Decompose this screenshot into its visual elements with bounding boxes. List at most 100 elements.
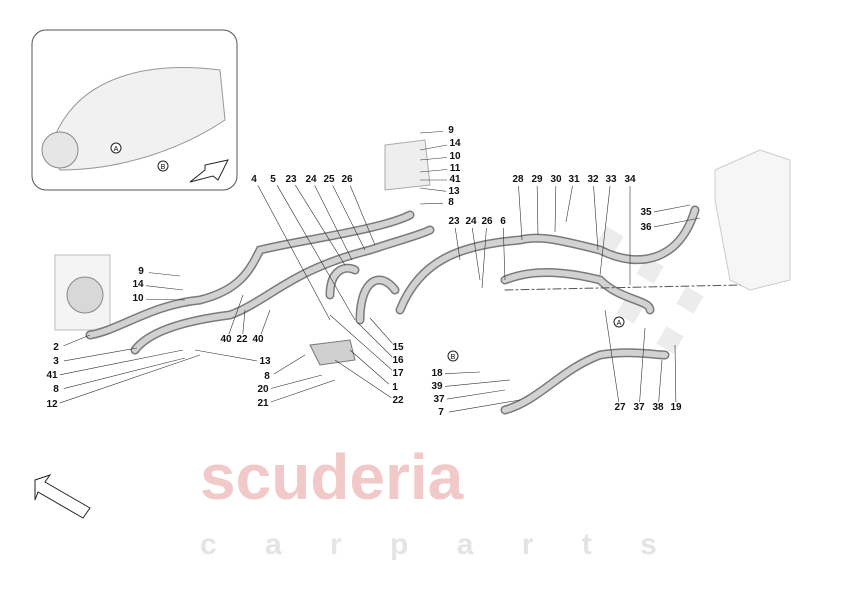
callout-32[interactable]: 32 — [587, 174, 599, 185]
marker-b-icon: B — [447, 350, 459, 362]
leader-line — [444, 371, 481, 375]
leader-line — [357, 322, 393, 358]
leader-line — [59, 354, 201, 404]
callout-5[interactable]: 5 — [270, 174, 276, 185]
leader-line — [349, 349, 390, 385]
leader-line — [639, 327, 646, 403]
callout-25[interactable]: 25 — [323, 174, 335, 185]
callout-2[interactable]: 2 — [53, 342, 59, 353]
inset-marker-b-icon: B — [157, 160, 169, 172]
leader-line — [228, 294, 244, 335]
leader-line — [273, 354, 306, 375]
callout-27[interactable]: 27 — [614, 402, 626, 413]
callout-12[interactable]: 12 — [46, 399, 58, 410]
callout-4[interactable]: 4 — [251, 174, 257, 185]
callout-20[interactable]: 20 — [257, 384, 269, 395]
callout-1[interactable]: 1 — [392, 382, 398, 393]
inset-marker-a-icon: A — [110, 142, 122, 154]
watermark-brand: scuderia — [200, 441, 464, 513]
callout-11[interactable]: 11 — [449, 163, 461, 174]
callout-14[interactable]: 14 — [132, 279, 144, 290]
svg-text:A: A — [617, 320, 622, 327]
callout-39[interactable]: 39 — [431, 381, 443, 392]
leader-line — [658, 359, 663, 403]
callout-14[interactable]: 14 — [449, 138, 461, 149]
leader-line — [242, 309, 246, 335]
leader-line — [674, 344, 677, 403]
callout-30[interactable]: 30 — [550, 174, 562, 185]
callout-9[interactable]: 9 — [138, 266, 144, 277]
leader-line — [518, 185, 523, 241]
callout-38[interactable]: 38 — [652, 402, 664, 413]
leader-line — [446, 389, 506, 400]
callout-8[interactable]: 8 — [448, 197, 454, 208]
callout-24[interactable]: 24 — [305, 174, 317, 185]
callout-17[interactable]: 17 — [392, 368, 404, 379]
callout-10[interactable]: 10 — [132, 293, 144, 304]
callout-41[interactable]: 41 — [449, 174, 461, 185]
leader-line — [419, 202, 444, 205]
callout-23[interactable]: 23 — [285, 174, 297, 185]
callout-7[interactable]: 7 — [438, 407, 444, 418]
leader-line — [554, 185, 557, 233]
callout-23[interactable]: 23 — [448, 216, 460, 227]
callout-6[interactable]: 6 — [500, 216, 506, 227]
callout-19[interactable]: 19 — [670, 402, 682, 413]
leader-line — [270, 379, 336, 403]
callout-26[interactable]: 26 — [341, 174, 353, 185]
leader-line — [270, 374, 323, 389]
leader-line — [369, 317, 393, 344]
callout-15[interactable]: 15 — [392, 342, 404, 353]
leader-line — [454, 227, 461, 261]
callout-3[interactable]: 3 — [53, 356, 59, 367]
callout-41[interactable]: 41 — [46, 370, 58, 381]
callout-37[interactable]: 37 — [433, 394, 445, 405]
leader-line — [653, 217, 701, 228]
callout-10[interactable]: 10 — [449, 151, 461, 162]
callout-36[interactable]: 36 — [640, 222, 652, 233]
callout-29[interactable]: 29 — [531, 174, 543, 185]
leader-line — [593, 185, 599, 251]
leader-line — [419, 144, 448, 151]
callout-28[interactable]: 28 — [512, 174, 524, 185]
callout-26[interactable]: 26 — [481, 216, 493, 227]
callout-18[interactable]: 18 — [431, 368, 443, 379]
leader-line — [260, 309, 271, 335]
leader-line — [536, 185, 539, 236]
leader-line — [145, 285, 184, 291]
callout-8[interactable]: 8 — [53, 384, 59, 395]
callout-22[interactable]: 22 — [392, 395, 404, 406]
leader-lines — [59, 131, 701, 413]
leader-line — [599, 185, 611, 276]
leader-line — [63, 347, 138, 362]
callout-13[interactable]: 13 — [259, 356, 271, 367]
leader-line — [145, 298, 186, 301]
callout-34[interactable]: 34 — [624, 174, 636, 185]
callout-37[interactable]: 37 — [633, 402, 645, 413]
thermostat-housing — [309, 339, 356, 366]
leader-line — [295, 184, 346, 266]
svg-text:A: A — [114, 146, 119, 153]
callout-40[interactable]: 40 — [220, 334, 232, 345]
callout-40[interactable]: 40 — [252, 334, 264, 345]
inset-engine-view[interactable] — [31, 29, 238, 191]
leader-line — [148, 272, 181, 277]
leader-line — [334, 359, 392, 398]
callout-13[interactable]: 13 — [448, 186, 460, 197]
callout-35[interactable]: 35 — [640, 207, 652, 218]
leader-line — [471, 227, 481, 281]
callout-33[interactable]: 33 — [605, 174, 617, 185]
callout-8[interactable]: 8 — [264, 371, 270, 382]
watermark-sub: c a r p a r t s — [200, 528, 677, 561]
leader-line — [419, 169, 448, 173]
leader-line — [194, 349, 258, 362]
marker-a-icon: A — [613, 316, 625, 328]
callout-16[interactable]: 16 — [392, 355, 404, 366]
callout-24[interactable]: 24 — [465, 216, 477, 227]
leader-line — [314, 185, 353, 261]
callout-22[interactable]: 22 — [236, 334, 248, 345]
callout-31[interactable]: 31 — [568, 174, 580, 185]
callout-9[interactable]: 9 — [448, 125, 454, 136]
callout-21[interactable]: 21 — [257, 398, 269, 409]
